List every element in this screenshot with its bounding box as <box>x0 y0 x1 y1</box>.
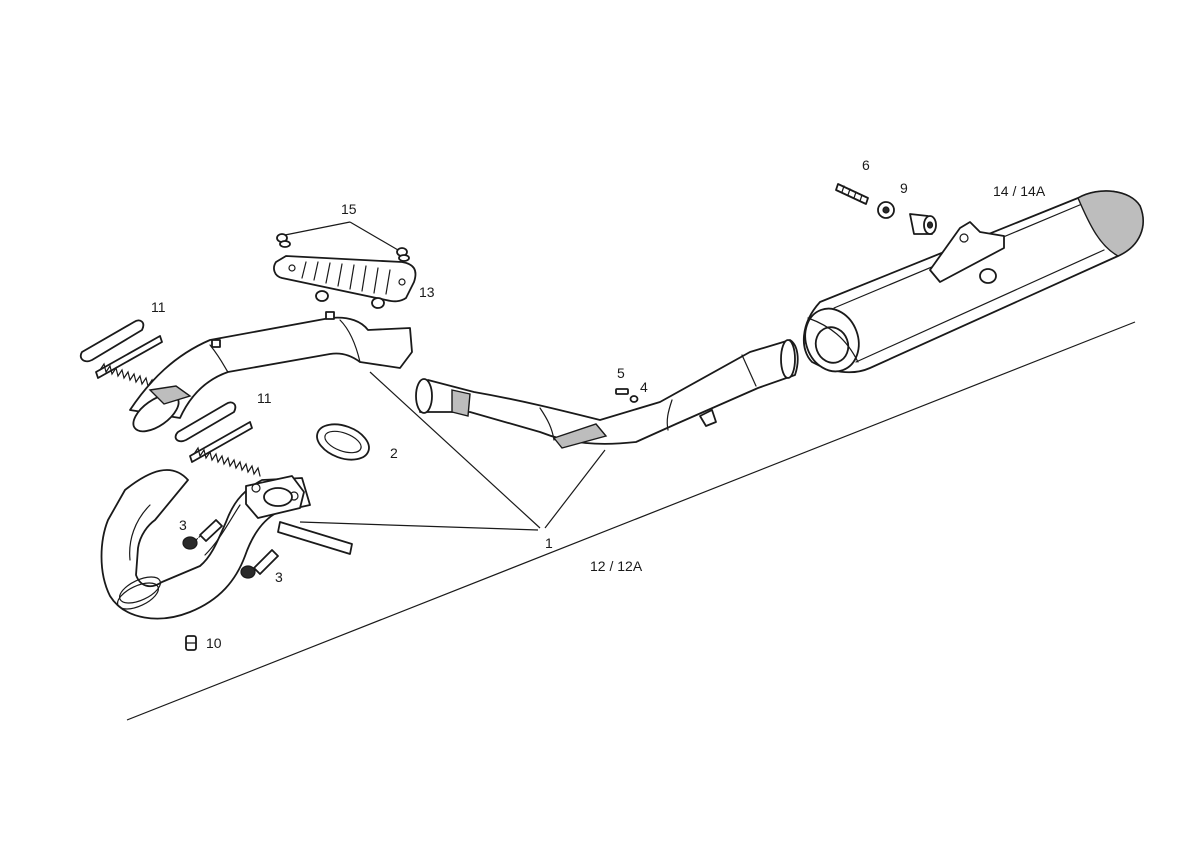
callout-10: 10 <box>206 635 222 651</box>
nut-10 <box>185 635 197 651</box>
link-pipe <box>415 339 799 449</box>
silencer-14 <box>802 190 1144 374</box>
washer-13-right <box>371 297 385 309</box>
callout-9: 9 <box>900 180 908 196</box>
spring-set-11-upper <box>79 319 167 393</box>
callout-11-lower: 11 <box>257 390 272 406</box>
callout-3-upper: 3 <box>179 517 187 533</box>
callout-2: 2 <box>390 445 398 461</box>
callout-5: 5 <box>617 365 625 381</box>
leader-lines-part-1 <box>299 371 606 531</box>
bolt-6 <box>835 183 869 205</box>
washer-13-left <box>315 290 329 302</box>
callout-13: 13 <box>419 284 435 300</box>
screw-15-right <box>396 247 410 262</box>
heat-shield-13 <box>273 255 417 303</box>
header-flange <box>245 475 305 519</box>
upper-mid-pipe <box>129 311 413 433</box>
callout-6: 6 <box>862 157 870 173</box>
spring-set-11-lower <box>174 401 261 477</box>
screw-15-left <box>276 233 291 248</box>
callout-15: 15 <box>341 201 357 217</box>
callout-14-14a: 14 / 14A <box>993 183 1046 199</box>
bolt-3-upper <box>182 519 223 550</box>
callout-11-upper: 11 <box>151 299 166 315</box>
header-bracket-bar <box>277 521 353 555</box>
baseline-line <box>126 321 1136 721</box>
bolt-5 <box>615 388 629 395</box>
nut-4 <box>629 395 639 403</box>
rubber-grommet <box>909 213 937 235</box>
washer-9 <box>877 201 895 219</box>
callout-12-12a: 12 / 12A <box>590 558 643 574</box>
callout-4: 4 <box>640 379 648 395</box>
callout-1: 1 <box>545 535 553 551</box>
bolt-3-lower <box>240 549 279 579</box>
gasket-2 <box>316 423 370 461</box>
leader-lines-part-15 <box>284 221 399 251</box>
callout-3-lower: 3 <box>275 569 283 585</box>
